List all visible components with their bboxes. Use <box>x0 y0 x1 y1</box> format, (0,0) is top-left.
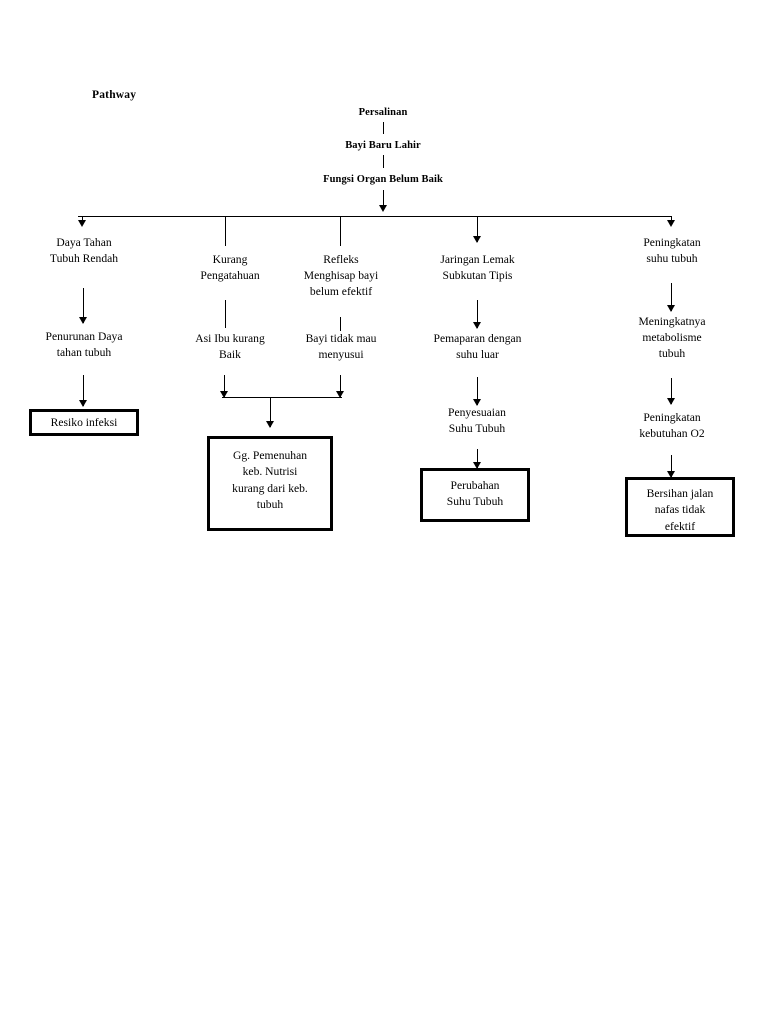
outcome-box-gg-pemenuhan-nutrisi: Gg. Pemenuhan keb. Nutrisi kurang dari k… <box>207 436 333 531</box>
branch-2-step-1: Kurang Pengatahuan <box>200 253 260 282</box>
connector-merge-to-nutrisi-box <box>270 397 272 427</box>
bus-drop-branch-4 <box>477 216 479 242</box>
outcome-box-bersihan-jalan-nafas: Bersihan jalan nafas tidak efektif <box>625 477 735 537</box>
branch-5-step-3: Peningkatan kebutuhan O2 <box>639 411 705 440</box>
branch-5-step-1: Peningkatan suhu tubuh <box>643 236 701 265</box>
outcome-label-bersihan-jalan-nafas: Bersihan jalan nafas tidak efektif <box>646 487 714 533</box>
connector-branch-5-to-outcome <box>671 455 673 479</box>
arrowhead-branch-5-step-2 <box>666 305 675 312</box>
connector-bayi-baru-lahir-to-fungsi-organ <box>383 155 384 168</box>
branch-3-step-2: Bayi tidak mau menyusui <box>305 332 377 361</box>
outcome-label-perubahan-suhu-tubuh: Perubahan Suhu Tubuh <box>446 479 504 509</box>
arrowhead-bus-branch-1 <box>77 220 86 227</box>
connector-branch-5-step-1-to-2 <box>671 283 673 311</box>
connector-branch-4-to-outcome <box>477 449 479 470</box>
arrowhead-bus-branch-5 <box>666 220 675 227</box>
arrowhead-chain-to-bus <box>378 205 387 212</box>
outcome-box-perubahan-suhu-tubuh: Perubahan Suhu Tubuh <box>420 468 530 522</box>
arrowhead-branch-5-outcome <box>666 471 675 478</box>
arrowhead-branch-1-outcome <box>78 400 87 407</box>
arrowhead-bus-branch-4 <box>472 236 481 243</box>
branch-5-step-2: Meningkatnya metabolisme tubuh <box>638 315 706 360</box>
chain-node-persalinan: Persalinan <box>358 107 408 118</box>
connector-branch-3-step-1-to-2 <box>340 317 341 331</box>
branch-3-step-1: Refleks Menghisap bayi belum efektif <box>303 253 379 298</box>
arrowhead-branch-4-outcome <box>472 462 481 469</box>
connector-branch-4-step-1-to-2 <box>477 300 479 328</box>
distribution-bus <box>78 216 672 217</box>
connector-branch-1-step-1-to-2 <box>83 288 85 323</box>
bus-drop-branch-2 <box>225 216 226 246</box>
arrowhead-branch-1-step-2 <box>78 317 87 324</box>
bus-drop-branch-3 <box>340 216 341 246</box>
connector-fungsi-organ-to-bus <box>383 190 385 210</box>
branch-4-step-2: Pemaparan dengan suhu luar <box>433 332 522 361</box>
outcome-label-resiko-infeksi: Resiko infeksi <box>50 416 118 429</box>
arrowhead-branch-5-step-3 <box>666 398 675 405</box>
connector-persalinan-to-bayi-baru-lahir <box>383 122 384 134</box>
branch-1-step-1: Daya Tahan Tubuh Rendah <box>49 236 119 265</box>
arrowhead-branch-4-step-2 <box>472 322 481 329</box>
merge-bar-branches-2-3 <box>222 397 342 398</box>
chain-node-fungsi-organ-belum-baik: Fungsi Organ Belum Baik <box>323 174 443 185</box>
branch-1-step-2: Penurunan Daya tahan tubuh <box>45 330 123 359</box>
branch-4-step-1: Jaringan Lemak Subkutan Tipis <box>440 253 515 282</box>
arrowhead-merge-nutrisi <box>265 421 274 428</box>
branch-2-step-2: Asi Ibu kurang Baik <box>195 332 265 361</box>
arrowhead-branch-3-merge <box>335 391 344 398</box>
connector-branch-2-to-merge <box>224 375 226 397</box>
connector-branch-3-to-merge <box>340 375 342 397</box>
arrowhead-branch-2-merge <box>219 391 228 398</box>
chain-node-bayi-baru-lahir: Bayi Baru Lahir <box>345 140 421 151</box>
outcome-box-resiko-infeksi: Resiko infeksi <box>29 409 139 436</box>
connector-branch-1-step-2-to-outcome <box>83 375 85 406</box>
outcome-label-gg-pemenuhan-nutrisi: Gg. Pemenuhan keb. Nutrisi kurang dari k… <box>232 449 308 512</box>
connector-branch-2-step-1-to-2 <box>225 300 226 328</box>
page-title: Pathway <box>92 89 137 101</box>
connector-branch-5-step-2-to-3 <box>671 378 673 404</box>
arrowhead-branch-4-step-3 <box>472 399 481 406</box>
branch-4-step-3: Penyesuaian Suhu Tubuh <box>448 406 506 435</box>
connector-branch-4-step-2-to-3 <box>477 377 479 405</box>
